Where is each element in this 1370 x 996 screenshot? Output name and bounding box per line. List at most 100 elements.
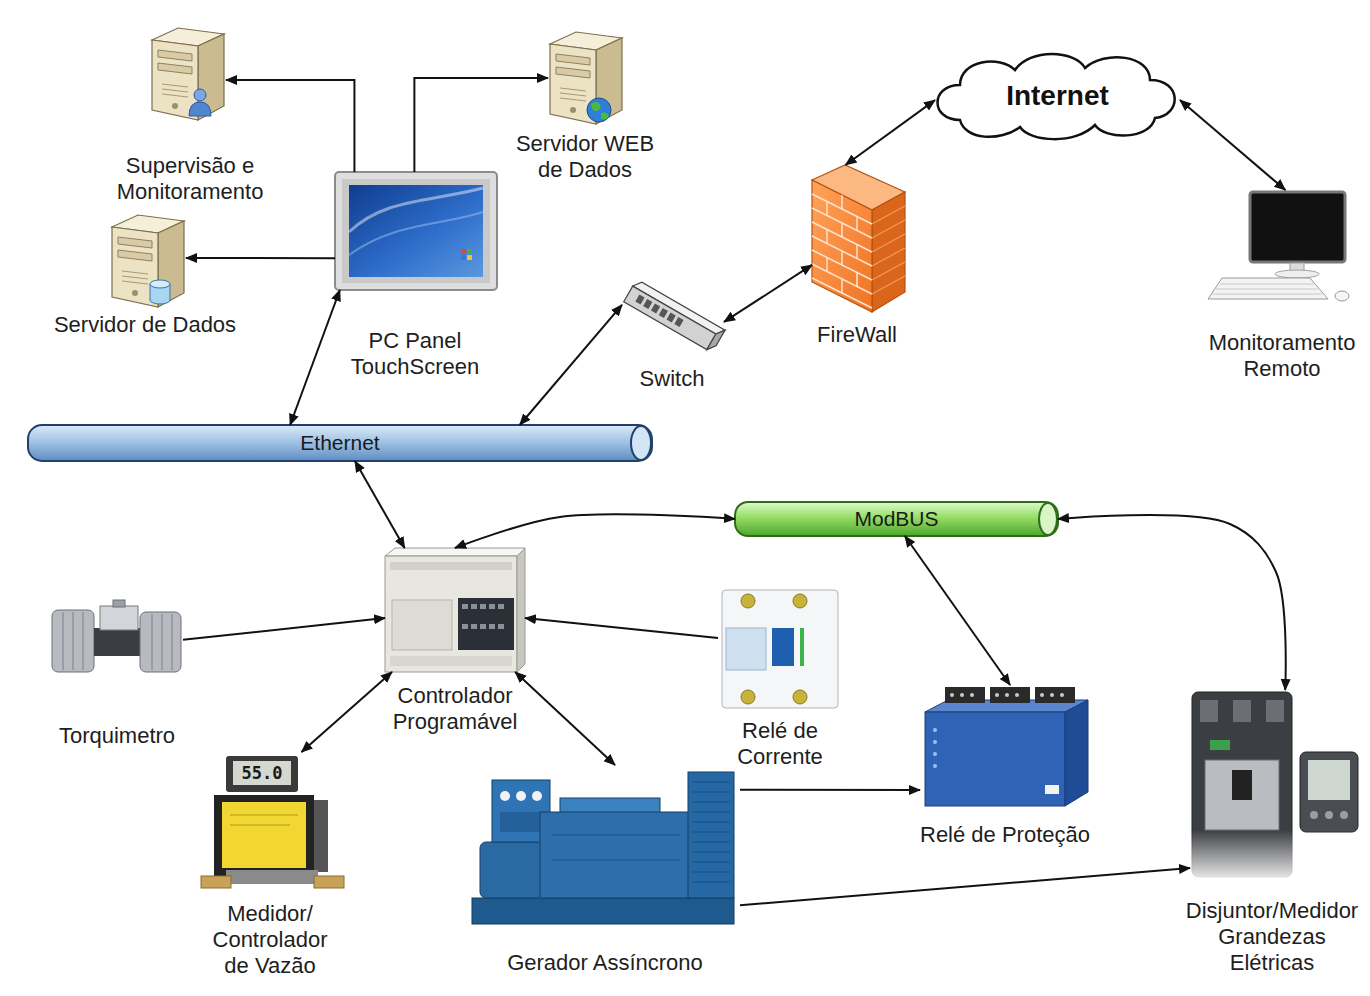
remote-computer-icon-part <box>1275 270 1319 278</box>
connector-arrow <box>525 618 718 638</box>
touch-panel-icon-part <box>349 212 483 255</box>
torque-meter-icon-part <box>152 614 153 670</box>
flow-controller-icon <box>201 756 344 888</box>
connector-arrow <box>515 672 615 765</box>
switch-icon-part <box>667 313 676 323</box>
protection-relay-icon-part-part <box>933 740 937 744</box>
protection-relay-icon-part-part <box>970 693 974 697</box>
firewall-icon-part-part <box>812 250 872 280</box>
plc-icon-part <box>385 556 517 672</box>
current-relay-icon-part <box>800 628 804 666</box>
remote-computer-icon-part <box>1216 289 1318 290</box>
generator-icon-part <box>540 812 690 898</box>
flow-controller-icon-part <box>314 800 328 872</box>
current-relay-icon <box>722 590 838 708</box>
generator-icon-part-part <box>692 792 730 793</box>
firewall-icon-part-part <box>812 208 872 238</box>
switch-icon-part <box>643 299 652 309</box>
generator-icon-part <box>532 791 542 801</box>
display-reading: 55.0 <box>233 761 291 785</box>
connector-arrow <box>455 514 735 548</box>
torque-meter: Torquimetro <box>50 600 183 678</box>
protection-relay-icon-part <box>1045 785 1059 794</box>
ethernet-bus: Ethernet <box>28 425 652 461</box>
ethernet-pipe-part <box>28 425 652 461</box>
cloud-label: Internet <box>1006 80 1109 112</box>
device-label: Relé de Proteção <box>895 822 1115 848</box>
flow-controller-icon-part <box>230 815 298 816</box>
data-server-icon-part <box>150 284 151 300</box>
torque-meter-icon-part <box>73 612 74 670</box>
plc-icon-part-part <box>480 604 486 609</box>
touch-panel-icon-part <box>461 255 466 260</box>
device-label: Switch <box>612 366 732 392</box>
device-label: Servidor WEB de Dados <box>510 131 660 183</box>
device-label: PC Panel TouchScreen <box>345 328 485 380</box>
breaker-meter-icon-part <box>1188 830 1364 882</box>
generator-icon-part-part <box>692 832 730 833</box>
protection-relay-icon-part <box>1035 687 1075 703</box>
protection-relay-icon-part <box>950 693 1064 697</box>
flow-controller-icon-part <box>233 761 291 785</box>
generator-icon-part-part <box>692 842 730 843</box>
touch-panel-icon <box>335 172 497 290</box>
firewall-icon-part-part <box>826 258 828 272</box>
protection-relay-icon-part <box>990 687 1030 703</box>
switch-icon <box>624 279 725 353</box>
device-label: Monitoramento Remoto <box>1202 330 1362 382</box>
torque-meter-icon-part <box>63 612 64 670</box>
current-relay-icon-part <box>722 590 838 708</box>
data-server-icon-part <box>112 215 184 307</box>
plc-icon-part-part <box>462 604 468 609</box>
generator-icon-part-part <box>692 872 730 873</box>
breaker-meter: Disjuntor/Medidor Grandezas Elétricas <box>1190 690 1360 880</box>
supervision-server-icon-part <box>152 28 224 120</box>
firewall-icon-part-part <box>812 222 872 252</box>
protection-relay-icon-part-part <box>995 693 999 697</box>
supervision-server-icon-part <box>189 102 211 116</box>
protection-relay-icon-part-part <box>1040 693 1044 697</box>
plc-icon-part <box>517 548 525 672</box>
web-server-icon-part <box>587 98 611 122</box>
device-label: Supervisão e Monitoramento <box>110 153 270 205</box>
supervision-server: Supervisão e Monitoramento <box>150 26 226 120</box>
internet-cloud-shape <box>938 54 1175 139</box>
firewall-icon <box>812 165 905 312</box>
firewall-icon-part-part <box>872 220 905 238</box>
generator-icon-part <box>552 835 680 836</box>
torque-meter-icon-part <box>100 606 138 630</box>
touch-panel-icon-part <box>349 185 483 277</box>
touch-panel-icon-part <box>467 249 472 254</box>
firewall: FireWall <box>812 165 905 312</box>
firewall-icon-part-part <box>841 195 843 209</box>
async-generator: Gerador Assíncrono <box>470 765 740 930</box>
generator-icon-part-part <box>692 782 730 783</box>
modbus-bus: ModBUS <box>735 502 1058 536</box>
protection-relay: Relé de Proteção <box>920 685 1090 808</box>
plc-icon <box>385 548 525 672</box>
flow-controller-icon-part <box>226 756 298 792</box>
plc-icon-part-part <box>498 604 504 609</box>
device-label: Torquimetro <box>37 723 197 749</box>
current-relay-icon-part <box>793 594 807 608</box>
flow-controller-icon-part <box>314 876 344 888</box>
firewall-icon-part-part <box>826 202 828 216</box>
breaker-meter-icon-part <box>1340 811 1348 819</box>
generator-icon-part-part <box>692 882 730 883</box>
protection-relay-icon-part-part <box>960 693 964 697</box>
firewall-icon-part-part <box>856 245 858 259</box>
connector-arrow <box>1180 100 1285 190</box>
firewall-icon-part <box>872 192 905 312</box>
plc-icon-part-part <box>489 624 495 629</box>
device-label: Medidor/ Controlador de Vazão <box>205 901 335 979</box>
switch-icon-part <box>674 317 683 327</box>
generator-icon-part <box>552 860 680 861</box>
remote-computer-icon-part <box>1212 294 1322 295</box>
ethernet-pipe-part <box>631 426 651 460</box>
generator-icon-part <box>480 842 542 898</box>
firewall-icon-part-part <box>841 279 843 293</box>
plc-icon-part <box>458 598 514 650</box>
